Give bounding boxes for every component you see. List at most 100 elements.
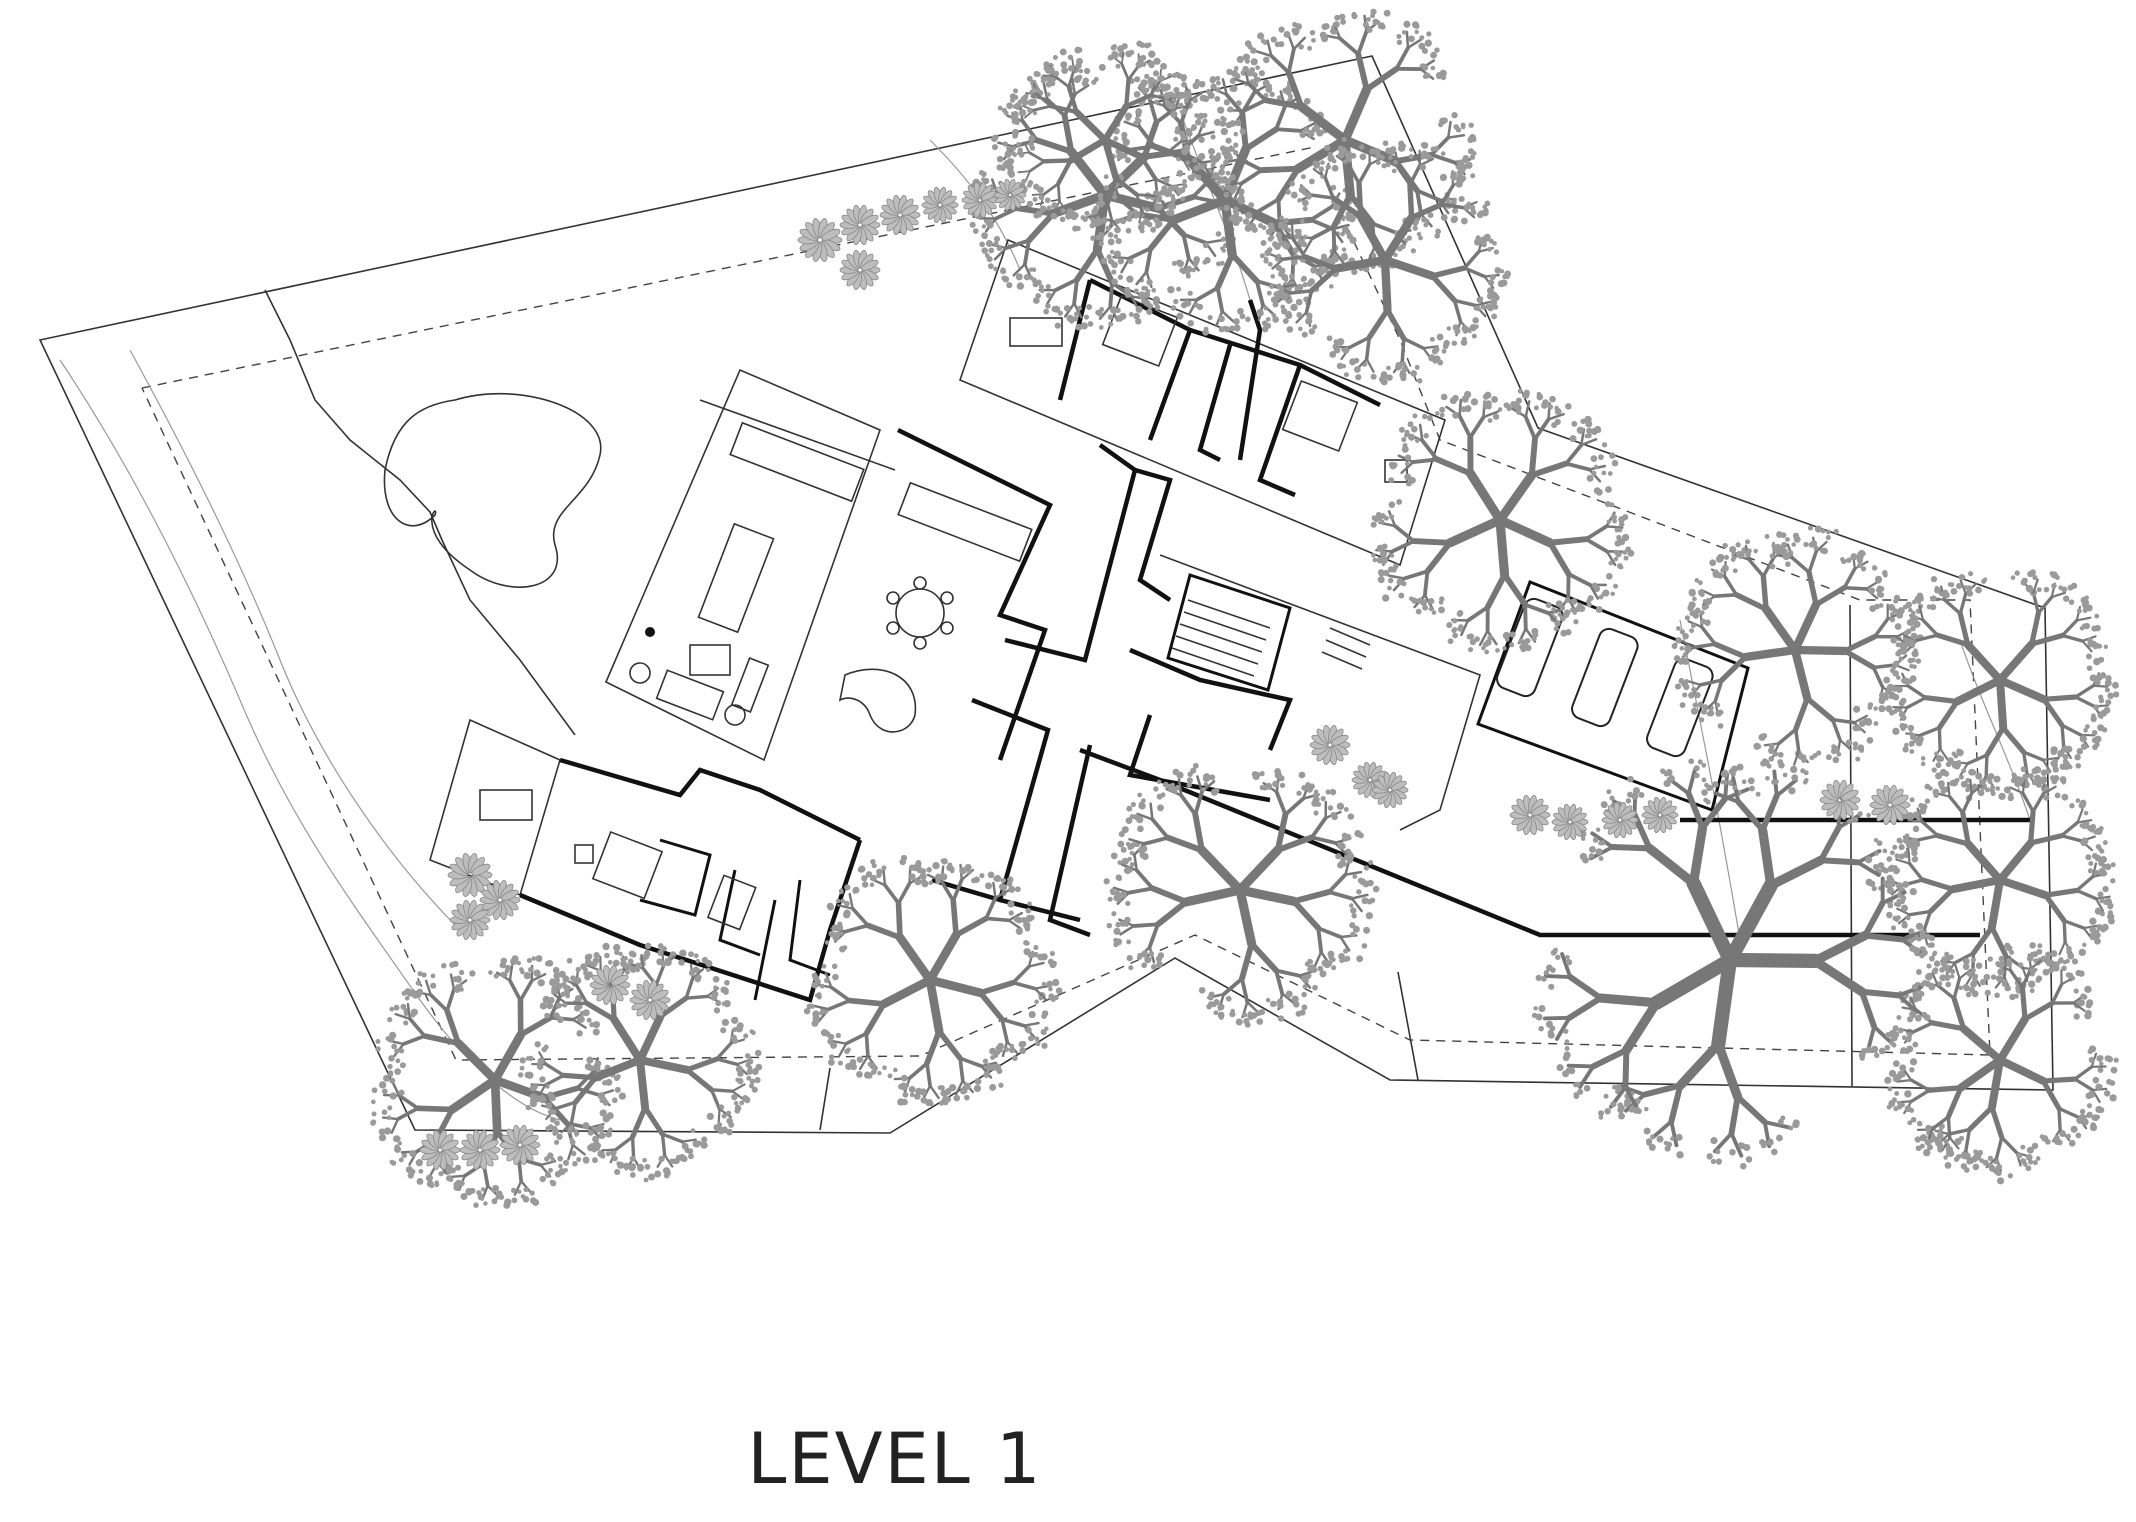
tree-branch <box>1072 277 1079 306</box>
tree-leaf <box>455 1179 462 1187</box>
tree-leaf <box>1233 210 1240 217</box>
tree-leaf <box>1246 69 1254 77</box>
tree-leaf <box>1890 637 1897 644</box>
tree-leaf <box>1392 563 1399 570</box>
tree-leaf <box>1146 308 1153 315</box>
tree-leaf <box>893 1067 898 1073</box>
tree-branch <box>2000 725 2027 755</box>
tree-leaf <box>378 1133 387 1142</box>
tree-branch <box>575 1086 601 1097</box>
tree-leaf <box>1055 987 1063 994</box>
tree-leaf <box>563 1167 568 1173</box>
tree-leaf <box>2033 766 2042 774</box>
tree-leaf <box>1926 1144 1934 1151</box>
tree-leaf <box>516 960 522 966</box>
tree-leaf <box>1559 605 1566 611</box>
tree-leaf <box>2007 794 2014 802</box>
tree-branch <box>1966 1104 1995 1133</box>
tree-leaf <box>1836 751 1842 757</box>
tree-leaf <box>852 888 858 894</box>
tree-leaf <box>1345 156 1352 163</box>
tree-leaf <box>452 960 459 968</box>
tree-leaf <box>614 1168 621 1176</box>
tree-leaf <box>706 967 711 973</box>
tree-leaf <box>1684 645 1692 653</box>
tree-leaf <box>1114 218 1121 224</box>
tree-branch <box>2009 786 2025 795</box>
tree-leaf <box>1562 1070 1570 1078</box>
tree-leaf <box>1497 407 1503 412</box>
tree-leaf <box>1006 158 1014 166</box>
tree-branch <box>1149 885 1190 905</box>
tree-leaf <box>495 1195 500 1200</box>
tree-leaf <box>1202 259 1208 265</box>
tree-leaf <box>1574 605 1581 612</box>
tree-leaf <box>1162 781 1169 788</box>
tree-branch <box>1303 236 1314 254</box>
tree-leaf <box>1090 235 1096 241</box>
tree-leaf <box>1387 155 1393 161</box>
tree-leaf <box>717 1126 725 1135</box>
tree-leaf <box>576 1157 582 1163</box>
tree-leaf <box>999 883 1008 891</box>
tree-leaf <box>1267 261 1273 267</box>
tree-leaf <box>2031 780 2037 786</box>
tree-leaf <box>2098 694 2104 700</box>
tree-leaf <box>1554 620 1561 627</box>
tree-leaf <box>1154 203 1162 211</box>
tree-branch <box>1495 515 1510 580</box>
tree-leaf <box>1701 604 1708 611</box>
tree-leaf <box>1336 802 1345 811</box>
tree-leaf <box>1429 336 1435 342</box>
tree-leaf <box>1607 471 1613 476</box>
tree-branch <box>1760 573 1769 612</box>
tree-leaf <box>745 1062 751 1068</box>
tree-leaf <box>532 1198 540 1206</box>
tree-leaf <box>1434 47 1440 53</box>
tree-leaf <box>1455 164 1461 170</box>
tree-leaf <box>1451 340 1458 346</box>
tree-leaf <box>1335 853 1342 860</box>
tree-leaf <box>1103 878 1110 885</box>
tree-leaf <box>1535 974 1542 982</box>
tree-leaf <box>1170 110 1178 118</box>
tree-leaf <box>1456 174 1464 182</box>
tree-leaf <box>1034 999 1039 1004</box>
tree-leaf <box>2029 988 2035 994</box>
tree-branch <box>1938 747 1950 762</box>
tree-leaf <box>627 958 634 965</box>
tree-leaf <box>2103 1090 2111 1097</box>
tree-branch <box>1286 47 1296 75</box>
tree-leaf <box>371 1099 376 1105</box>
tree-leaf <box>2080 743 2088 750</box>
tree-leaf <box>1825 535 1831 541</box>
tree-leaf <box>1917 1121 1923 1127</box>
tree-leaf <box>1540 975 1547 982</box>
tree-leaf <box>1010 113 1017 121</box>
tree-branch <box>1004 238 1031 250</box>
tree-leaf <box>1242 65 1249 73</box>
tree-leaf <box>1868 587 1876 594</box>
tree-leaf <box>1878 697 1886 705</box>
tree-leaf <box>2059 776 2067 783</box>
tree-branch <box>1380 255 1437 281</box>
tree-leaf <box>1366 25 1372 31</box>
tree-leaf <box>824 940 830 945</box>
tree-leaf <box>751 1068 759 1076</box>
tree-leaf <box>1114 226 1121 234</box>
tree-leaf <box>575 966 581 972</box>
tree-leaf <box>1330 788 1335 794</box>
tree-leaf <box>1517 388 1523 394</box>
tree-branch <box>1896 907 1911 916</box>
tree-leaf <box>387 1105 393 1111</box>
tree-leaf <box>2009 993 2016 1001</box>
tree-leaf <box>1035 71 1041 77</box>
tree-leaf <box>1297 198 1302 203</box>
tree-leaf <box>1223 159 1229 166</box>
tree-leaf <box>1060 61 1068 69</box>
tree-leaf <box>555 982 563 990</box>
tree-branch <box>1074 246 1101 283</box>
tree-leaf <box>1265 782 1273 790</box>
tree-leaf <box>1902 641 1909 648</box>
tree-leaf <box>1882 867 1889 874</box>
